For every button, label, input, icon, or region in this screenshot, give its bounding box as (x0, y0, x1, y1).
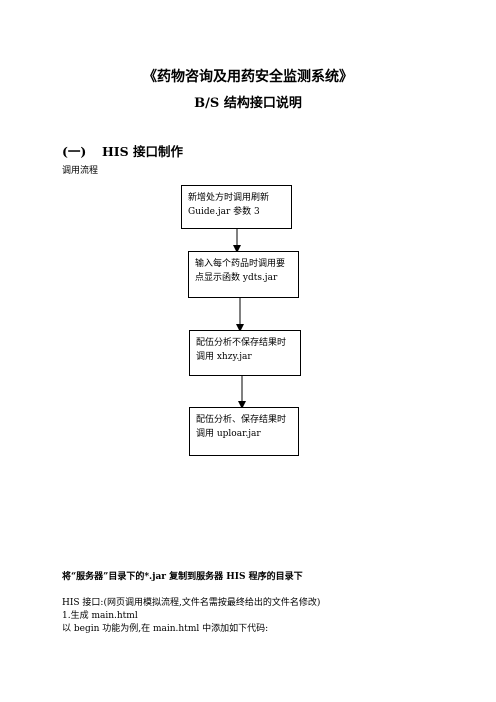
section-number: (一) (62, 144, 87, 159)
flow-step-1: 新增处方时调用刷新 Guide.jar 参数 3 (181, 185, 292, 229)
document-title: 《药物咨询及用药安全监测系统》 (143, 69, 353, 85)
flow-step-4: 配伍分析、保存结果时调用 uploar.jar (189, 407, 299, 456)
document-subtitle: B/S 结构接口说明 (194, 96, 302, 111)
his-interface-line: HIS 接口:(网页调用模拟流程,文件名需按最终给出的文件名修改) (62, 598, 321, 608)
section-title: HIS 接口制作 (102, 144, 184, 159)
flow-step-2: 输入每个药品时调用要点显示函数 ydts.jar (188, 251, 299, 298)
copy-jar-instruction: 将“服务器”目录下的*.jar 复制到服务器 HIS 程序的目录下 (62, 572, 303, 582)
flow-label: 调用流程 (62, 166, 99, 176)
generate-main-html-line: 1.生成 main.html (62, 611, 138, 621)
section-heading: (一) HIS 接口制作 (62, 141, 183, 160)
flow-step-3: 配伍分析不保存结果时调用 xhzy.jar (189, 330, 301, 376)
begin-example-line: 以 begin 功能为例,在 main.html 中添加如下代码: (62, 624, 269, 634)
